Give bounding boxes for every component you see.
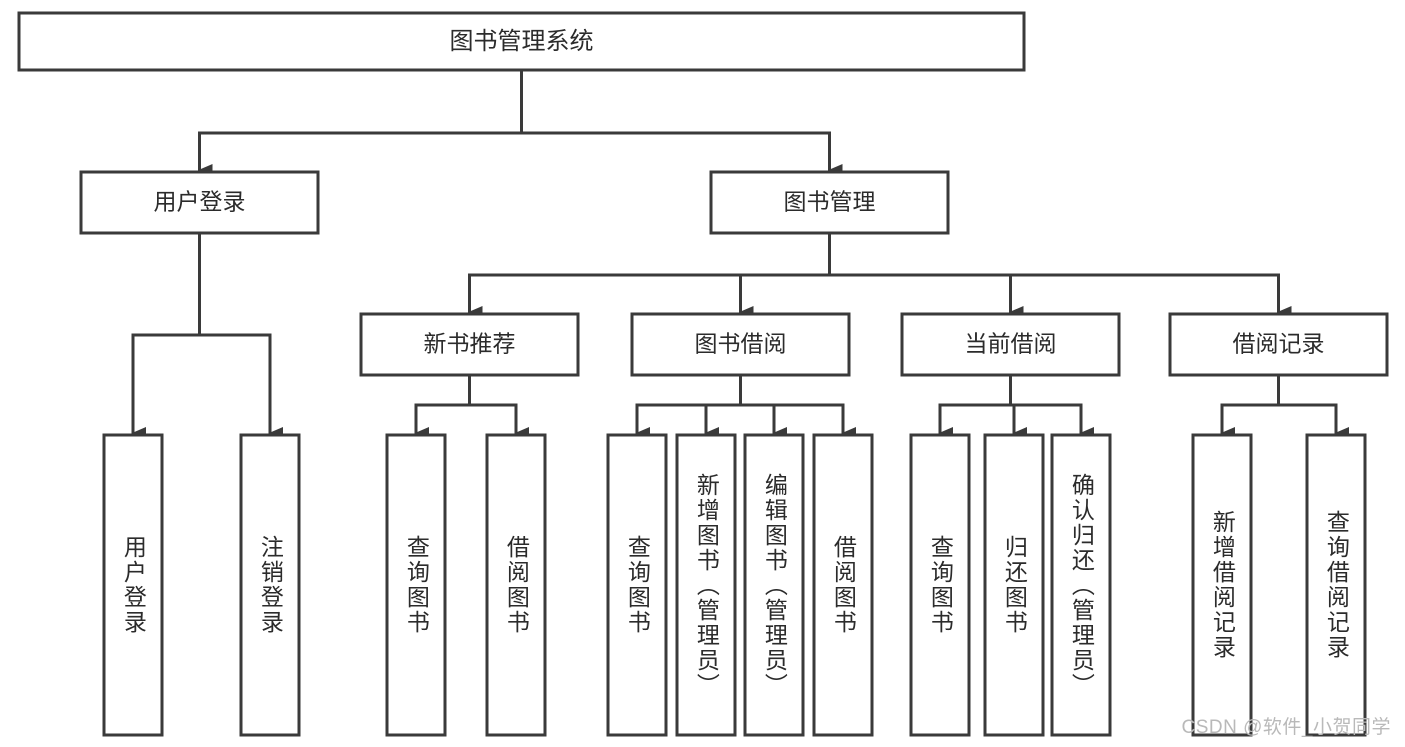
- node-box-book-borrow[interactable]: [630, 312, 851, 377]
- node-box-leaf-query-borrow-record[interactable]: [1305, 433, 1367, 737]
- node-box-leaf-logout[interactable]: [239, 433, 301, 737]
- node-label-user-login: 用户登录: [154, 189, 246, 215]
- node-label-current-borrow: 当前借阅: [965, 331, 1057, 357]
- node-box-leaf-edit-book-admin[interactable]: [743, 433, 805, 737]
- connector-layer: [131, 68, 1349, 439]
- node-box-new-book-recommend[interactable]: [359, 312, 580, 377]
- node-label-borrow-record: 借阅记录: [1233, 331, 1325, 357]
- node-label-book-borrow: 图书借阅: [695, 331, 787, 357]
- node-box-leaf-user-login[interactable]: [102, 433, 164, 737]
- node-box-borrow-record[interactable]: [1168, 312, 1389, 377]
- node-box-current-borrow[interactable]: [900, 312, 1121, 377]
- node-label-root: 图书管理系统: [450, 28, 594, 55]
- node-box-leaf-add-borrow-record[interactable]: [1191, 433, 1253, 737]
- node-box-leaf-query-book-recommend[interactable]: [385, 433, 447, 737]
- watermark: CSDN @软件_小贺同学: [1181, 717, 1391, 738]
- node-box-leaf-query-book-borrow[interactable]: [606, 433, 668, 737]
- node-box-leaf-return-book[interactable]: [983, 433, 1045, 737]
- node-box-book-manage[interactable]: [709, 170, 950, 235]
- node-box-leaf-add-book-admin[interactable]: [675, 433, 737, 737]
- node-box-leaf-query-book-current[interactable]: [909, 433, 971, 737]
- node-box-leaf-borrow-book-recommend[interactable]: [485, 433, 547, 737]
- node-label-book-manage: 图书管理: [784, 189, 876, 215]
- box-layer: [17, 11, 1389, 737]
- node-box-leaf-borrow-book[interactable]: [812, 433, 874, 737]
- node-box-user-login[interactable]: [79, 170, 320, 235]
- node-box-root[interactable]: [17, 11, 1026, 72]
- node-label-new-book-recommend: 新书推荐: [424, 331, 516, 357]
- node-box-leaf-confirm-return-admin[interactable]: [1050, 433, 1112, 737]
